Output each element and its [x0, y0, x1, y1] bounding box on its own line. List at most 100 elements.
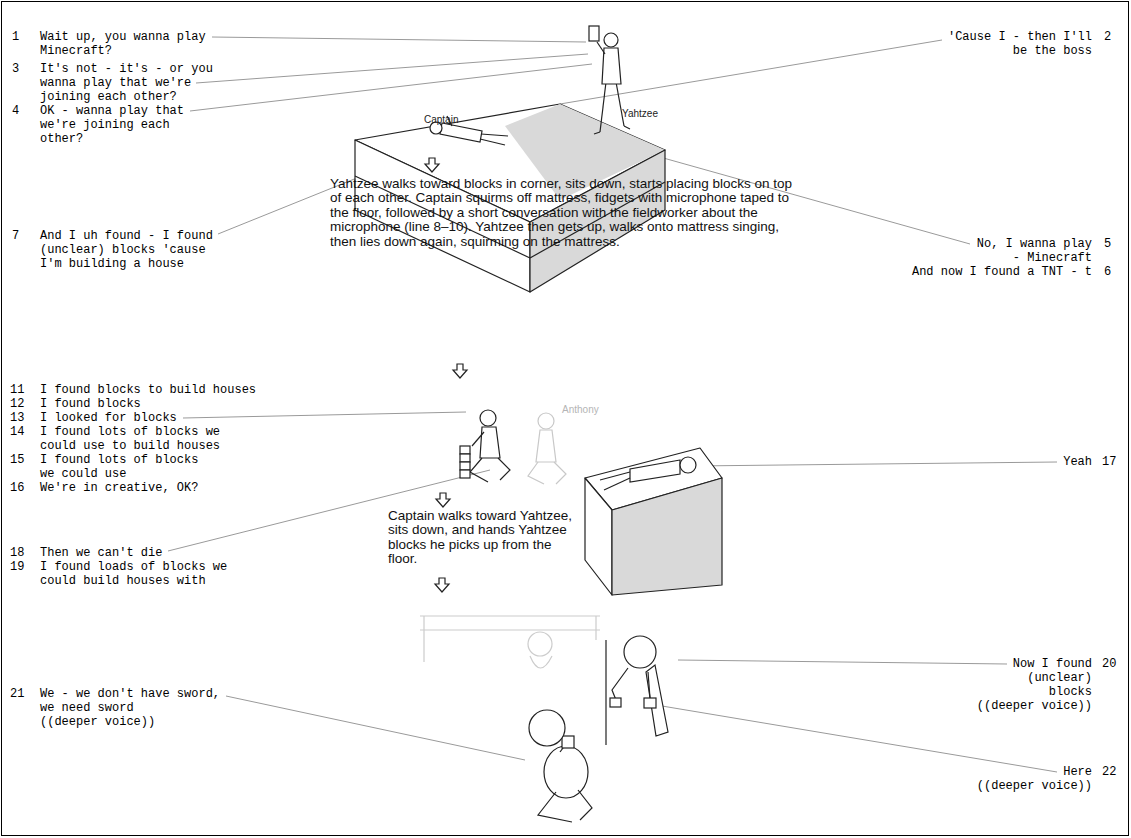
- hand: [610, 698, 621, 707]
- transcript-line: I found blocks to build houses: [40, 383, 256, 397]
- transcript-line: ((deeper voice)): [977, 779, 1092, 793]
- callout-number: 5: [1104, 237, 1111, 251]
- transcript-line: Now I found (unclear) blocks: [1008, 657, 1092, 699]
- leg: [554, 462, 566, 484]
- transcript-line: OK - wanna play that we're joining each …: [40, 104, 218, 146]
- leader-line: [190, 64, 592, 111]
- leader-line: [226, 696, 525, 760]
- leg: [616, 82, 624, 126]
- arm: [597, 42, 605, 54]
- transcript-line: I found lots of blocks we could use to b…: [40, 425, 240, 453]
- child-lying: [600, 457, 696, 490]
- mattress-front: [585, 478, 612, 595]
- participant-name: Anthony: [562, 404, 599, 416]
- leg: [528, 462, 544, 484]
- body: [480, 427, 500, 458]
- callout-number: 18: [10, 546, 24, 560]
- transcript-line: Yeah: [1063, 455, 1092, 469]
- callout-number: 13: [10, 411, 24, 425]
- leader-line: [196, 54, 588, 83]
- transcript-line: I found blocks: [40, 397, 141, 411]
- callout-number: 16: [10, 481, 24, 495]
- callout-number: 3: [12, 62, 19, 76]
- leader-line: [694, 462, 1057, 466]
- transcript-line: I looked for blocks: [40, 411, 177, 425]
- body: [530, 656, 552, 668]
- down-arrow: [453, 364, 467, 378]
- participant-name: Yahtzee: [622, 108, 658, 120]
- couch-ghost: [420, 616, 600, 668]
- head: [480, 410, 496, 426]
- transcript-line: And now I found a TNT - t: [912, 265, 1092, 279]
- transcript-line: We - we don't have sword, we need sword: [40, 687, 230, 715]
- head: [624, 636, 656, 668]
- child-reaching: [610, 636, 668, 736]
- leg: [600, 82, 606, 132]
- transcript-line: I found loads of blocks we could build h…: [40, 560, 236, 588]
- transcript-line: It's not - it's - or you wanna play that…: [40, 62, 218, 104]
- leg: [538, 792, 572, 822]
- block: [460, 470, 470, 478]
- down-arrow: [425, 158, 439, 172]
- callout-number: 11: [10, 383, 24, 397]
- participant-name: Captain: [424, 114, 458, 126]
- down-arrow: [436, 493, 450, 507]
- leader-line: [662, 706, 1057, 772]
- leader-line: [183, 412, 466, 418]
- mattress-middle: [585, 448, 722, 595]
- foot: [624, 126, 630, 129]
- body: [630, 460, 680, 482]
- leader-lines: [168, 37, 1057, 772]
- body: [440, 123, 482, 142]
- child-ghost: [528, 413, 566, 484]
- narration: Yahtzee walks toward blocks in corner, s…: [330, 177, 802, 249]
- head: [538, 413, 554, 429]
- block: [460, 446, 470, 454]
- callout-number: 22: [1102, 765, 1116, 779]
- callout-number: 15: [10, 453, 24, 467]
- callout-number: 7: [12, 229, 19, 243]
- transcript-line: We're in creative, OK?: [40, 481, 198, 495]
- head: [604, 33, 618, 47]
- transcript-line: Then we can't die: [40, 546, 162, 560]
- transcript-line: I found lots of blocks we could use: [40, 453, 204, 481]
- leg: [604, 478, 630, 490]
- transcript-line: Wait up, you wanna play Minecraft?: [40, 30, 218, 58]
- transcript-line: ((deeper voice)): [40, 715, 155, 729]
- block: [460, 462, 470, 470]
- leg: [481, 134, 508, 136]
- leader-line: [212, 37, 586, 42]
- callout-number: 4: [12, 104, 19, 118]
- callout-number: 6: [1104, 265, 1111, 279]
- callout-number: 14: [10, 425, 24, 439]
- block: [644, 698, 656, 708]
- block: [562, 736, 574, 748]
- transcript-line: 'Cause I - then I'll be the boss: [942, 30, 1092, 58]
- leg: [470, 458, 488, 482]
- mattress-side: [612, 478, 722, 595]
- callout-number: 17: [1102, 455, 1116, 469]
- leg: [498, 458, 510, 480]
- callout-number: 12: [10, 397, 24, 411]
- transcript-line: Here: [1063, 765, 1092, 779]
- leader-line: [678, 660, 1007, 664]
- callout-number: 2: [1104, 30, 1111, 44]
- book: [589, 26, 599, 41]
- wall-edge: [605, 640, 606, 745]
- child-sitting: [460, 410, 510, 482]
- transcript-line: No, I wanna play - Minecraft: [974, 237, 1092, 265]
- transcript-line: ((deeper voice)): [977, 699, 1092, 713]
- leg: [578, 790, 592, 820]
- child-seated-top: [529, 710, 592, 822]
- callout-number: 19: [10, 560, 24, 574]
- callout-number: 21: [10, 687, 24, 701]
- body: [544, 746, 588, 798]
- leader-line: [560, 40, 942, 104]
- foot: [594, 132, 600, 134]
- leg: [600, 472, 630, 480]
- narration: Captain walks toward Yahtzee, sits down,…: [388, 509, 574, 567]
- leg: [480, 139, 505, 145]
- callout-number: 20: [1102, 657, 1116, 671]
